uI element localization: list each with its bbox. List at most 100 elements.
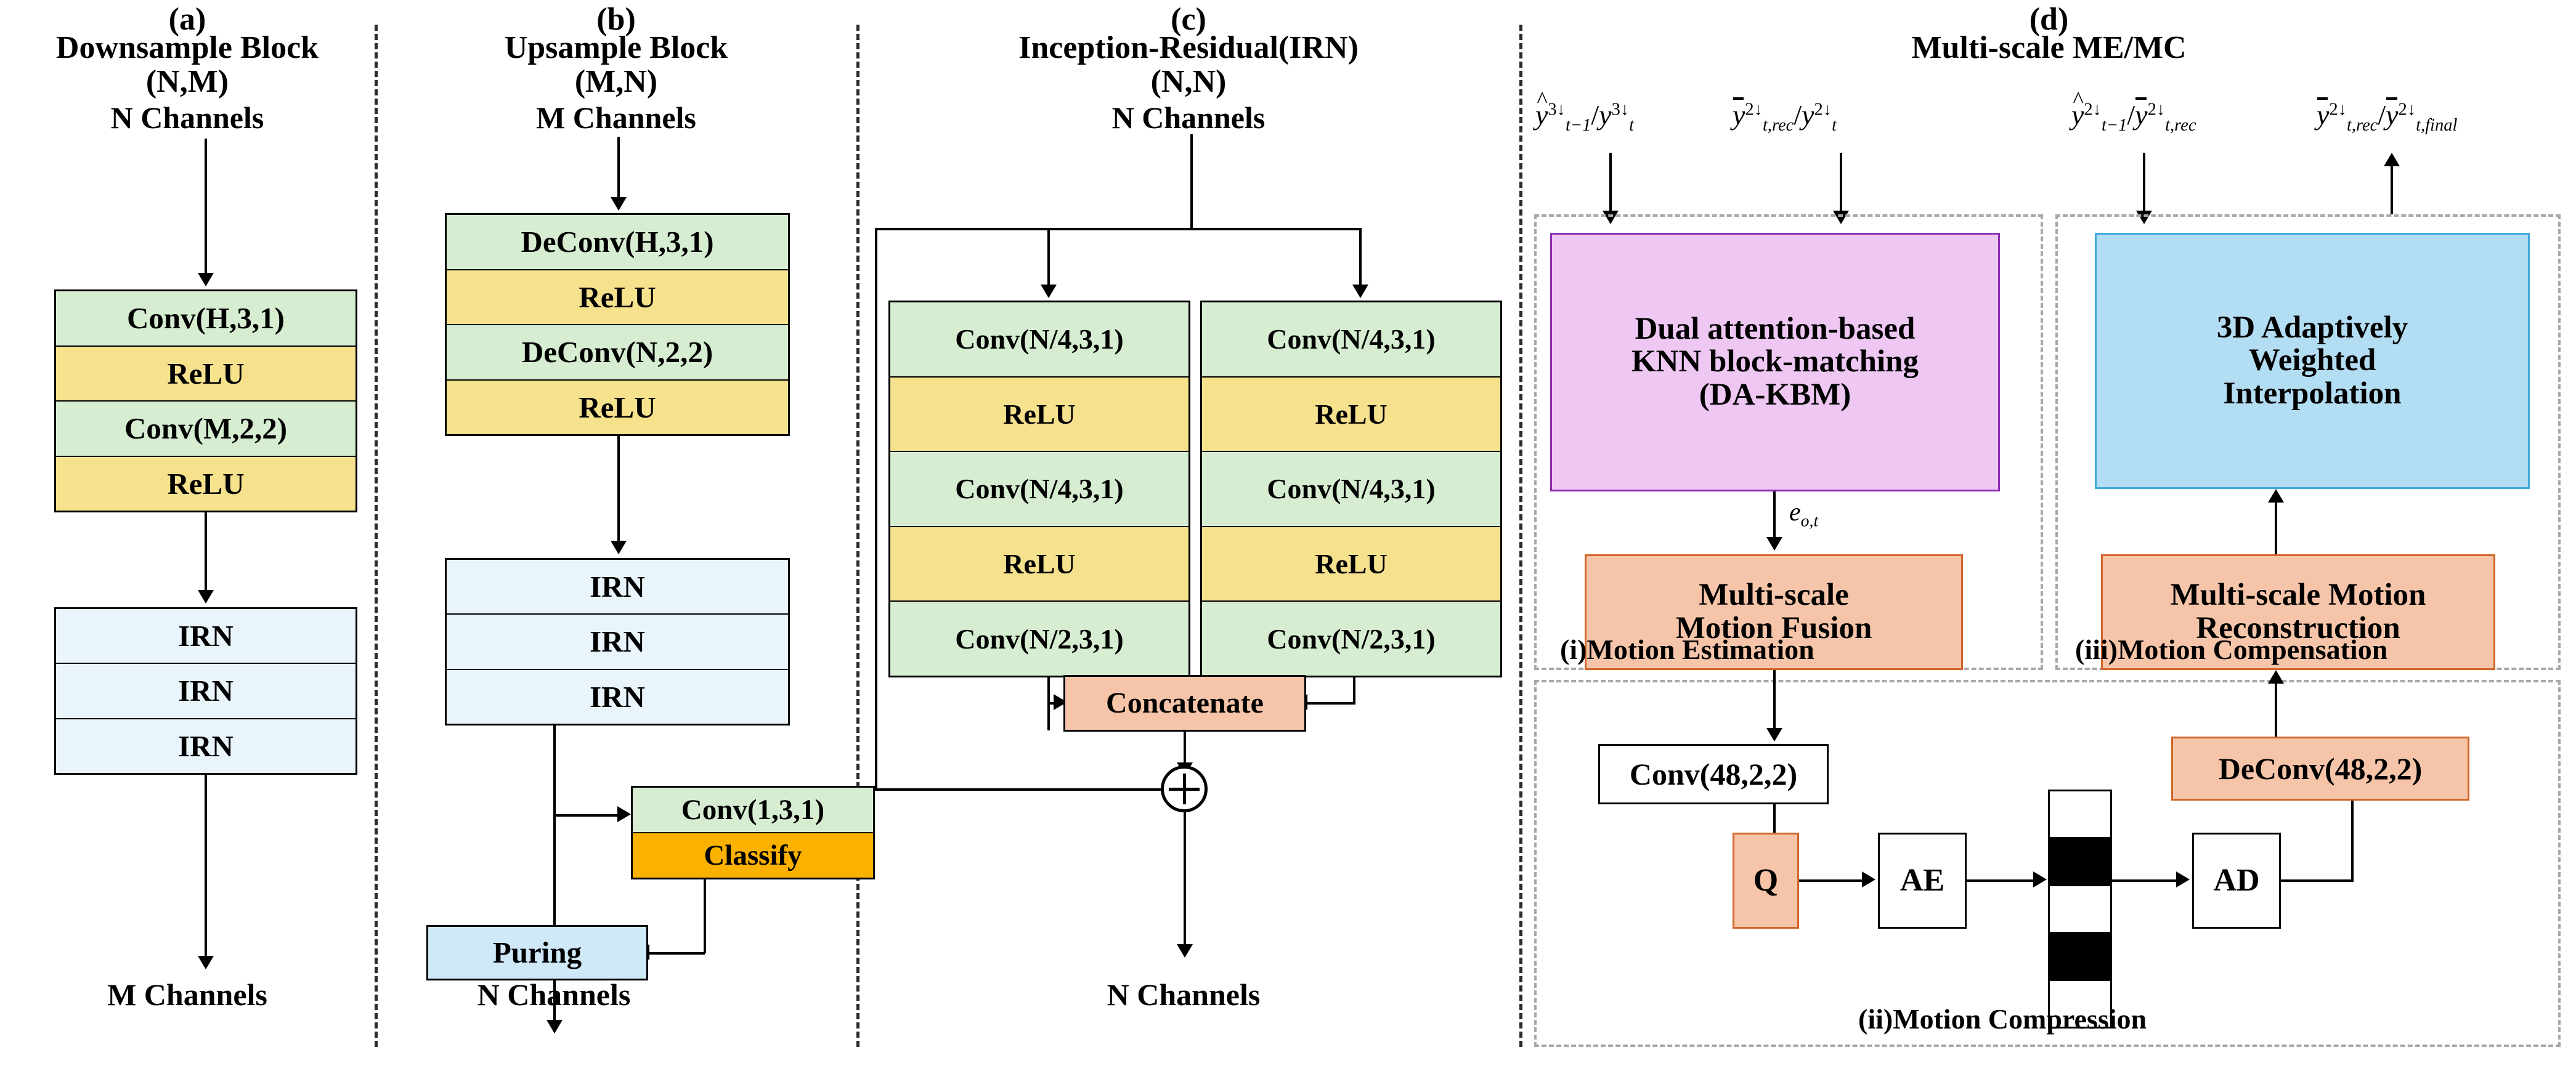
panel-d-io-arrow-4-head xyxy=(2384,153,2400,166)
panel-a-block-conv-m22: Conv(M,2,2) xyxy=(56,402,356,457)
panel-d-title: Multi-scale ME/MC xyxy=(1911,30,2187,65)
panel-b-branch-line xyxy=(553,814,620,817)
panel-b-block-irn-1: IRN xyxy=(447,560,788,615)
awi-line-2: Weighted xyxy=(2248,343,2376,378)
panel-a-arrow-in-line xyxy=(205,139,207,274)
panel-d-io-arrow-3-head xyxy=(2136,211,2152,224)
edge-bitstream-to-ad-head xyxy=(2176,871,2190,887)
edge-q-to-ae-line xyxy=(1799,879,1867,882)
panel-b-block-deconv-h31: DeConv(H,3,1) xyxy=(447,215,788,270)
block-multiscale-motion-reconstruction: Multi-scale Motion Reconstruction xyxy=(2101,554,2495,670)
panel-d-io-arrow-4-line xyxy=(2391,165,2393,214)
panel-c-right-relu-2: ReLU xyxy=(1202,527,1500,602)
bitstream-cell-4 xyxy=(2048,979,2112,1028)
panel-c-right-relu-1: ReLU xyxy=(1202,377,1500,453)
panel-d-letter: (d) xyxy=(2029,2,2069,37)
block-quantization-q: Q xyxy=(1733,833,1799,929)
block-conv-48-2-2: Conv(48,2,2) xyxy=(1598,744,1829,804)
panel-b-block-relu-1: ReLU xyxy=(447,270,788,325)
panel-b-irn-stack: IRN IRN IRN xyxy=(445,558,790,725)
panel-a-irn-stack: IRN IRN IRN xyxy=(54,607,357,775)
edge-label-eot: eo,t xyxy=(1789,498,1818,530)
panel-b-classify-stack: Conv(1,3,1) Classify xyxy=(631,786,875,879)
da-kbm-line-1: Dual attention-based xyxy=(1635,311,1916,346)
edge-ae-to-bitstream-head xyxy=(2033,871,2047,887)
panel-c-letter: (c) xyxy=(1171,2,1206,37)
msmr-line-2: Reconstruction xyxy=(2196,611,2400,645)
panel-a-arrow-mid-head xyxy=(198,590,214,604)
block-3d-adaptively-weighted-interpolation: 3D Adaptively Weighted Interpolation xyxy=(2095,233,2530,489)
panel-c-right-to-concat-hline xyxy=(1305,702,1354,705)
panel-c-left-conv-1: Conv(N/4,3,1) xyxy=(890,302,1188,378)
panel-d-io-label-1: y^3↓t−1/y3↓t xyxy=(1535,87,1635,135)
panel-c-arrow-out-line xyxy=(1184,812,1186,945)
panel-c-fanout-right-drop xyxy=(1359,228,1362,286)
panel-b-arrow-out-head xyxy=(546,1020,563,1033)
panel-c-fanout-left-drop xyxy=(1047,228,1050,286)
panel-b-block-deconv-n22: DeConv(N,2,2) xyxy=(447,325,788,381)
panel-b-arrow-out-line xyxy=(553,980,556,1021)
panel-b-block-puring: Puring xyxy=(426,925,648,980)
eot-symbol: e xyxy=(1789,498,1801,527)
panel-c-skip-vline xyxy=(875,228,877,791)
panel-c-concat-to-sum-line xyxy=(1184,732,1186,770)
bitstream-icon xyxy=(2048,790,2112,1036)
panel-a-arrow-mid-line xyxy=(205,512,207,591)
da-kbm-line-2: KNN block-matching xyxy=(1631,344,1919,379)
panel-b-output-label: N Channels xyxy=(477,977,631,1012)
panel-c-right-conv-1: Conv(N/4,3,1) xyxy=(1202,302,1500,378)
panel-a-block-relu-2: ReLU xyxy=(56,456,356,511)
panel-b-arrow-in-head xyxy=(611,197,627,211)
panel-d-io-arrow-1-line xyxy=(1609,153,1612,212)
edge-conv48-to-q-line xyxy=(1773,804,1776,838)
edge-q-to-ae-head xyxy=(1862,871,1875,887)
panel-c-left-arrowhead xyxy=(1041,285,1057,298)
panel-c-input-label: N Channels xyxy=(1111,100,1266,135)
edge-ad-to-deconv48-hline xyxy=(2281,879,2354,882)
block-da-kbm: Dual attention-based KNN block-matching … xyxy=(1550,233,2000,491)
panel-c-title-line1: Inception-Residual(IRN) xyxy=(1018,30,1359,65)
block-multiscale-motion-fusion: Multi-scale Motion Fusion xyxy=(1585,554,1963,670)
panel-separator-a-b xyxy=(375,25,378,1047)
panel-b-deconv-stack: DeConv(H,3,1) ReLU DeConv(N,2,2) ReLU xyxy=(445,213,790,436)
panel-a-arrow-out-head xyxy=(198,956,214,969)
panel-c-output-label: N Channels xyxy=(1107,977,1261,1012)
panel-a-block-irn-3: IRN xyxy=(56,719,356,773)
panel-c-residual-sum-icon xyxy=(1161,766,1208,812)
panel-b-letter: (b) xyxy=(596,2,636,37)
panel-b-arrow-in-line xyxy=(617,137,620,198)
edge-msmr-to-awi-line xyxy=(2275,501,2277,554)
panel-a-block-conv-h31: Conv(H,3,1) xyxy=(56,291,356,347)
edge-ae-to-bitstream-line xyxy=(1967,879,2038,882)
edge-fusion-to-conv48-head xyxy=(1766,728,1782,742)
awi-line-3: Interpolation xyxy=(2223,376,2402,411)
panel-a-title-line1: Downsample Block xyxy=(55,30,319,65)
panel-c-arrow-out-head xyxy=(1177,944,1193,958)
msmr-line-1: Multi-scale Motion xyxy=(2170,578,2426,613)
panel-b-title-line1: Upsample Block xyxy=(504,30,728,65)
bitstream-cell-2 xyxy=(2048,884,2112,934)
panel-b-feedback-vline xyxy=(704,879,706,953)
awi-line-1: 3D Adaptively xyxy=(2216,310,2408,345)
panel-a-letter: (a) xyxy=(168,2,206,37)
edge-ad-to-deconv48-vline xyxy=(2351,760,2354,881)
panel-c-right-conv-2: Conv(N/4,3,1) xyxy=(1202,452,1500,527)
caption-motion-estimation: (i)Motion Estimation xyxy=(1560,634,1814,665)
panel-b-branch-arrowhead xyxy=(617,806,631,822)
da-kbm-line-3: (DA-KBM) xyxy=(1699,377,1851,412)
panel-a-input-label: N Channels xyxy=(110,100,264,135)
panel-d-io-arrow-3-line xyxy=(2143,153,2145,212)
panel-separator-c-d xyxy=(1519,25,1522,1047)
msmf-line-1: Multi-scale xyxy=(1699,578,1849,613)
block-deconv-48-2-2: DeConv(48,2,2) xyxy=(2171,737,2469,801)
panel-c-fanout-bar xyxy=(875,228,1362,230)
panel-c-left-branch-stack: Conv(N/4,3,1) ReLU Conv(N/4,3,1) ReLU Co… xyxy=(888,301,1190,677)
bitstream-cell-0 xyxy=(2048,790,2112,839)
panel-b-block-classify: Classify xyxy=(633,833,873,878)
panel-c-fanout-stem xyxy=(1190,134,1193,230)
panel-separator-b-c xyxy=(856,25,859,1047)
